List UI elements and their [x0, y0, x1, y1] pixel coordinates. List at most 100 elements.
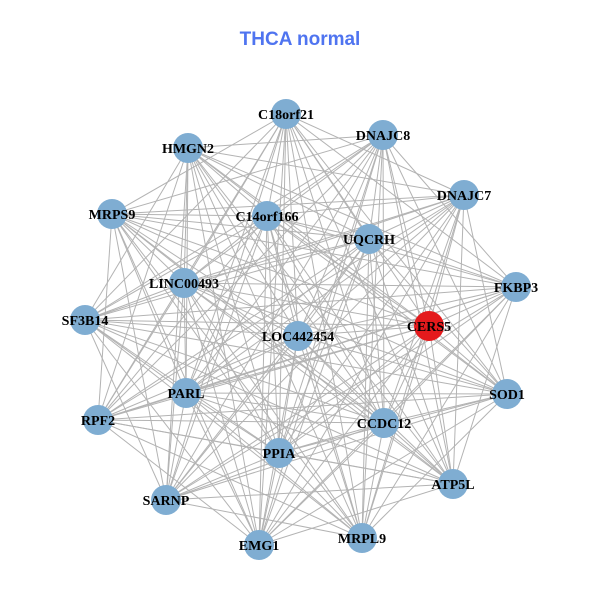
edge-HMGN2-ATP5L — [187, 147, 454, 485]
edge-DNAJC8-LINC00493 — [183, 134, 384, 284]
edge-C14orf166-FKBP3 — [266, 215, 517, 288]
edge-UQCRH-SARNP — [165, 238, 370, 501]
edge-DNAJC7-MRPS9 — [111, 194, 465, 215]
node-label: SARNP — [143, 494, 190, 509]
edge-C18orf21-ATP5L — [285, 113, 454, 485]
node-label: EMG1 — [239, 539, 279, 554]
chart-title: THCA normal — [239, 29, 361, 50]
edge-CERS5-SOD1 — [428, 325, 508, 395]
node-label: LOC442454 — [262, 330, 334, 345]
edge-FKBP3-RPF2 — [97, 286, 517, 421]
edge-FKBP3-LOC442454 — [297, 286, 517, 337]
edge-RPF2-CCDC12 — [97, 419, 385, 424]
edge-DNAJC8-CCDC12 — [382, 134, 385, 424]
edge-PARL-PPIA — [185, 392, 280, 454]
node-label: MRPL9 — [338, 532, 386, 547]
edge-MRPS9-C14orf166 — [111, 213, 268, 217]
edge-CCDC12-ATP5L — [383, 422, 454, 485]
edge-PARL-SARNP — [165, 392, 187, 501]
edge-FKBP3-ATP5L — [452, 286, 517, 485]
edge-CERS5-RPF2 — [97, 325, 430, 421]
node-CCDC12 — [369, 408, 399, 438]
node-RPF2 — [83, 405, 113, 435]
node-C14orf166 — [252, 201, 282, 231]
edge-DNAJC7-PARL — [185, 194, 465, 394]
edge-UQCRH-SF3B14 — [84, 238, 370, 321]
node-CERS5 — [414, 311, 444, 341]
edge-HMGN2-UQCRH — [187, 147, 370, 240]
edge-PPIA-MRPL9 — [278, 452, 363, 539]
node-LINC00493 — [169, 268, 199, 298]
edge-DNAJC7-SARNP — [165, 194, 465, 501]
edge-MRPS9-CERS5 — [111, 213, 430, 327]
edge-LOC442454-SOD1 — [297, 335, 508, 395]
edge-DNAJC7-LOC442454 — [297, 194, 465, 337]
node-label: RPF2 — [81, 414, 115, 429]
edge-LOC442454-SARNP — [165, 335, 299, 501]
node-label: DNAJC8 — [356, 129, 410, 144]
edge-C14orf166-LOC442454 — [266, 215, 299, 337]
edge-DNAJC7-RPF2 — [97, 194, 465, 421]
edge-LINC00493-LOC442454 — [183, 282, 299, 337]
node-C18orf21 — [271, 99, 301, 129]
edge-ATP5L-EMG1 — [258, 483, 454, 546]
edge-LINC00493-CERS5 — [183, 282, 430, 327]
node-label: CERS5 — [407, 320, 451, 335]
node-label: HMGN2 — [162, 142, 214, 157]
edge-C18orf21-CCDC12 — [285, 113, 385, 424]
node-ATP5L — [438, 469, 468, 499]
edge-DNAJC7-C14orf166 — [266, 194, 465, 217]
edge-C18orf21-C14orf166 — [266, 113, 287, 217]
edge-SF3B14-PARL — [84, 319, 187, 394]
node-label: UQCRH — [343, 233, 395, 248]
edge-UQCRH-PARL — [185, 238, 370, 394]
edge-CERS5-ATP5L — [428, 325, 454, 485]
node-label: PPIA — [263, 447, 297, 462]
edge-SF3B14-CERS5 — [84, 319, 430, 327]
edge-PPIA-EMG1 — [258, 452, 280, 546]
edge-C14orf166-SOD1 — [266, 215, 508, 395]
node-label: MRPS9 — [89, 208, 136, 223]
node-label: FKBP3 — [494, 281, 538, 296]
node-label: ATP5L — [431, 478, 474, 493]
edge-MRPS9-PARL — [111, 213, 187, 394]
node-label: CCDC12 — [357, 417, 411, 432]
node-LOC442454 — [283, 321, 313, 351]
edge-FKBP3-SF3B14 — [84, 286, 517, 321]
edge-SOD1-RPF2 — [97, 393, 508, 421]
edge-ATP5L-SARNP — [165, 483, 454, 501]
edge-DNAJC8-PPIA — [278, 134, 384, 454]
edge-LOC442454-ATP5L — [297, 335, 454, 485]
edge-C18orf21-MRPL9 — [285, 113, 363, 539]
edge-SF3B14-SARNP — [84, 319, 167, 501]
edge-HMGN2-EMG1 — [187, 147, 260, 546]
node-SARNP — [151, 485, 181, 515]
edge-DNAJC7-UQCRH — [368, 194, 465, 240]
node-label: SOD1 — [489, 388, 525, 403]
edge-CERS5-SARNP — [165, 325, 430, 501]
edge-HMGN2-DNAJC7 — [187, 147, 465, 196]
edge-CERS5-EMG1 — [258, 325, 430, 546]
edge-MRPS9-CCDC12 — [111, 213, 385, 424]
node-MRPL9 — [347, 523, 377, 553]
node-label: C18orf21 — [258, 108, 314, 123]
edge-SF3B14-ATP5L — [84, 319, 454, 485]
edge-LINC00493-SOD1 — [183, 282, 508, 395]
node-MRPS9 — [97, 199, 127, 229]
edge-SARNP-MRPL9 — [165, 499, 363, 539]
edge-LOC442454-PARL — [185, 335, 299, 394]
edge-C14orf166-CCDC12 — [266, 215, 385, 424]
edge-MRPS9-LOC442454 — [111, 213, 299, 337]
edge-SF3B14-LOC442454 — [84, 319, 299, 337]
edge-LINC00493-MRPL9 — [183, 282, 363, 539]
edge-MRPS9-RPF2 — [97, 213, 113, 421]
edge-C14orf166-CERS5 — [266, 215, 430, 327]
edge-FKBP3-CERS5 — [428, 286, 517, 327]
edge-UQCRH-LINC00493 — [183, 238, 370, 284]
edge-UQCRH-MRPL9 — [361, 238, 370, 539]
edge-PARL-ATP5L — [185, 392, 454, 485]
node-SF3B14 — [70, 305, 100, 335]
edge-SOD1-MRPL9 — [361, 393, 508, 539]
